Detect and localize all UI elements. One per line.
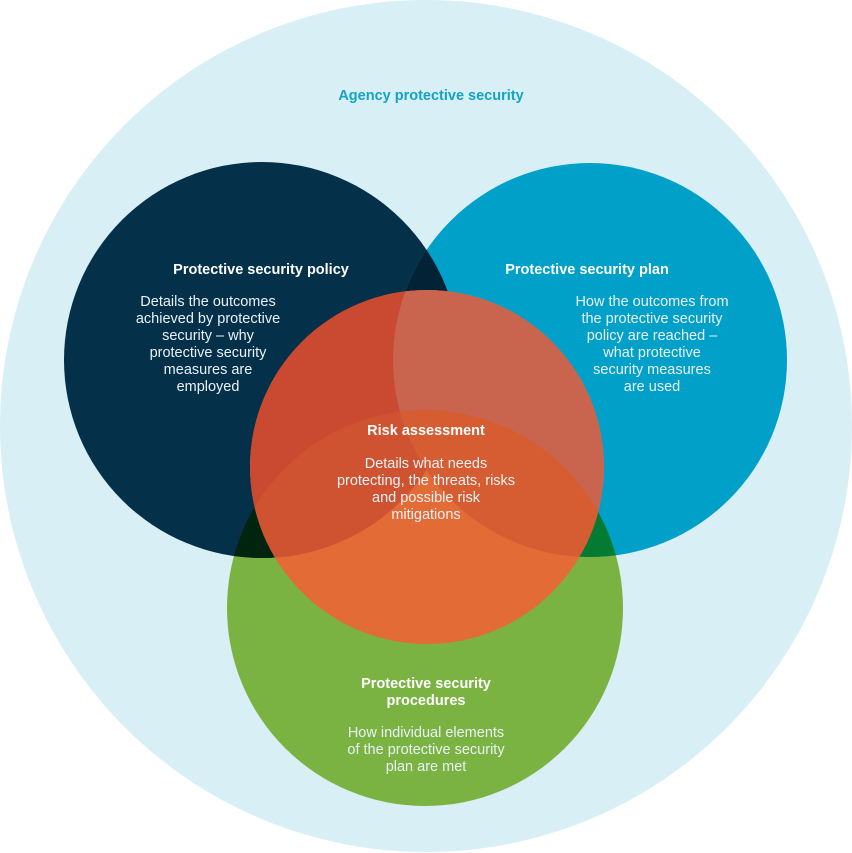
risk-over-policy-procedures — [250, 410, 460, 558]
procedures-title: Protective security procedures — [361, 676, 491, 709]
risk-title: Risk assessment — [367, 423, 485, 439]
policy-title: Protective security policy — [173, 262, 349, 278]
risk-over-plan-procedures — [393, 410, 604, 557]
outer-label-agency: Agency protective security — [338, 88, 524, 104]
procedures-description: How individual elements of the protectiv… — [347, 725, 505, 775]
policy-description: Details the outcomes achieved by protect… — [135, 294, 281, 395]
plan-title: Protective security plan — [505, 262, 669, 278]
plan-description: How the outcomes from the protective sec… — [575, 294, 729, 395]
risk-description: Details what needs protecting, the threa… — [336, 456, 516, 523]
